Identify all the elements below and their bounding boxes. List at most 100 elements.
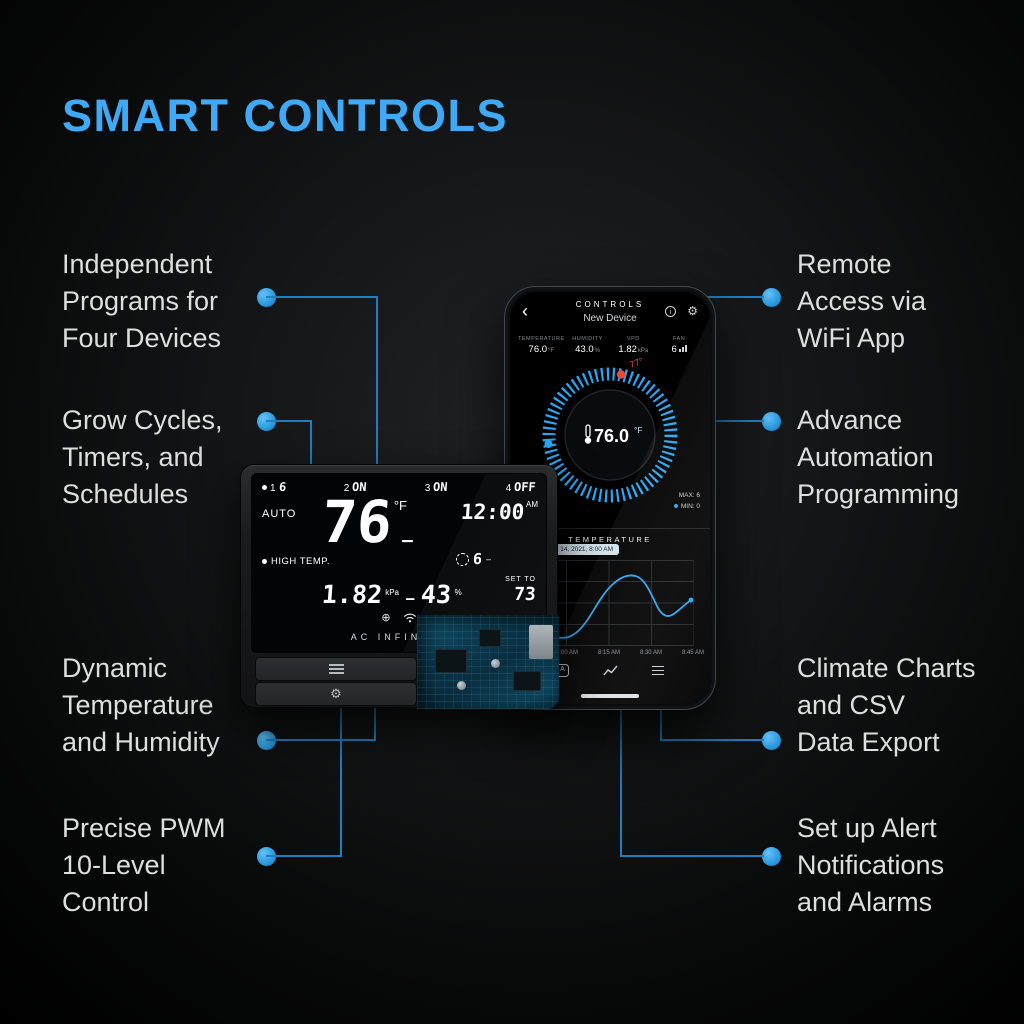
chart-grid [524,560,694,646]
callout-line: Advance [797,405,903,435]
port-value: OFF [513,480,537,494]
connector-dot [762,847,781,866]
stat-unit: kPa [637,348,649,354]
port-3-status: 3 ON [424,480,449,494]
stat-number: 1.82 [618,344,637,355]
controller-device: 1 6 2 ON 3 ON 4 OFF AUTO 76°F [240,464,559,709]
port-number: 2 [343,483,350,494]
connector-line [376,296,378,468]
gear-icon[interactable]: ⚙ [687,304,698,318]
connector-dot [762,731,781,750]
callout-independent-programs: Independent Programs for Four Devices [62,246,221,357]
dial-tick-ring [542,367,678,503]
temperature-dial: 77° 76.0 °F [542,356,678,503]
x-axis-label: 8:15 AM [597,650,620,656]
stat-label: FAN [673,336,686,342]
callout-line: Precise PWM [62,813,226,843]
connector-line [266,420,312,422]
menu-icon [328,668,344,670]
stat-label: VPD [626,336,640,342]
callout-line: and Humidity [62,727,220,757]
stat-fan: FAN 6 [656,336,702,355]
readout-dash: – [405,591,416,607]
connector-line [714,420,764,422]
port-1-status: 1 6 [262,480,286,494]
callout-line: Programming [797,479,960,509]
port-value: 6 [278,480,287,494]
stat-value: 6 [656,344,702,355]
temperature-value: 76 [319,488,395,556]
connector-line [340,704,342,857]
dial-value: 76.0 [594,426,629,446]
callout-line: Dynamic [62,653,168,683]
port-number: 3 [424,483,431,494]
alert-dot [262,559,267,564]
chart-x-axis: 8:00 AM 8:15 AM 8:30 AM 8:45 AM [556,650,704,656]
page-title: SMART CONTROLS [62,90,508,141]
fan-cycle-indicator: 6 – [456,550,491,568]
chart-endpoint-dot [688,597,694,603]
list-tab-icon[interactable] [652,669,664,672]
connector-line [266,739,376,741]
min-marker-dot [673,504,678,509]
callout-line: Schedules [62,479,189,509]
humidity-value: 43 [420,580,453,609]
callout-climate-charts: Climate Charts and CSV Data Export [797,650,976,761]
connector-dot [762,288,781,307]
callout-line: and Alarms [797,887,933,917]
wifi-icon [403,613,416,623]
min-label-row: MIN: 0 [673,501,700,512]
high-temp-alert: HIGH TEMP. [262,556,330,567]
circuit-board [417,615,559,709]
cycle-icon [456,552,469,566]
smartphone: ‹ CONTROLS New Device i ⚙ TEMPERATURE 76… [504,286,716,710]
stat-label: TEMPERATURE [518,336,565,342]
callout-line: Notifications [797,850,945,880]
back-button[interactable]: ‹ [522,301,528,321]
stat-temperature: TEMPERATURE 76.0°F [518,336,565,355]
controller-menu-button[interactable] [255,657,417,681]
port-number: 1 [270,483,276,494]
callout-line: 10-Level [62,850,166,880]
connector-line [620,704,622,857]
phone-header: CONTROLS New Device [510,300,710,324]
chart-section-title: TEMPERATURE [510,528,710,544]
display-dash: – [401,530,414,551]
controller-settings-button[interactable]: ⚙ [255,682,417,706]
callout-line: Climate Charts [797,653,976,683]
connector-line [266,296,378,298]
cycle-value: 6 [472,550,483,568]
callout-line: Programs for [62,286,219,316]
connector-line [660,704,662,741]
device-name: New Device [583,313,637,324]
callout-line: Independent [62,249,213,279]
chart-tab-icon[interactable] [603,664,618,677]
info-icon[interactable]: i [665,306,676,317]
set-to-value: 73 [513,584,537,605]
callout-advance-automation: Advance Automation Programming [797,402,959,513]
fan-limits: MAX: 6 MIN: 0 [673,490,700,512]
callout-line: Temperature [62,690,214,720]
set-to-label: SET TO [505,576,536,583]
mode-label: AUTO [262,508,297,520]
connector-line [660,739,764,741]
clock-display: 12:00AM [460,500,538,524]
dial-blue-marker-dot [544,440,553,448]
callout-grow-cycles: Grow Cycles, Timers, and Schedules [62,402,223,513]
alert-label: HIGH TEMP. [271,556,331,567]
callout-line: Data Export [797,727,940,757]
active-port-dot [262,484,267,490]
port-value: ON [432,480,449,494]
connector-line [704,296,764,298]
x-axis-label: 8:30 AM [639,650,662,656]
callout-line: Access via [797,286,927,316]
max-label: MAX: 6 [678,492,700,499]
pcb-connector [529,625,553,659]
stat-unit: °F [548,348,555,354]
stat-number: 76.0 [528,344,548,355]
connector-line [620,855,764,857]
callout-alert-notifications: Set up Alert Notifications and Alarms [797,810,944,921]
vpd-value: 1.82 [320,580,384,609]
date-pill[interactable]: MAR 14, 2021, 8:00 AM [538,544,620,555]
